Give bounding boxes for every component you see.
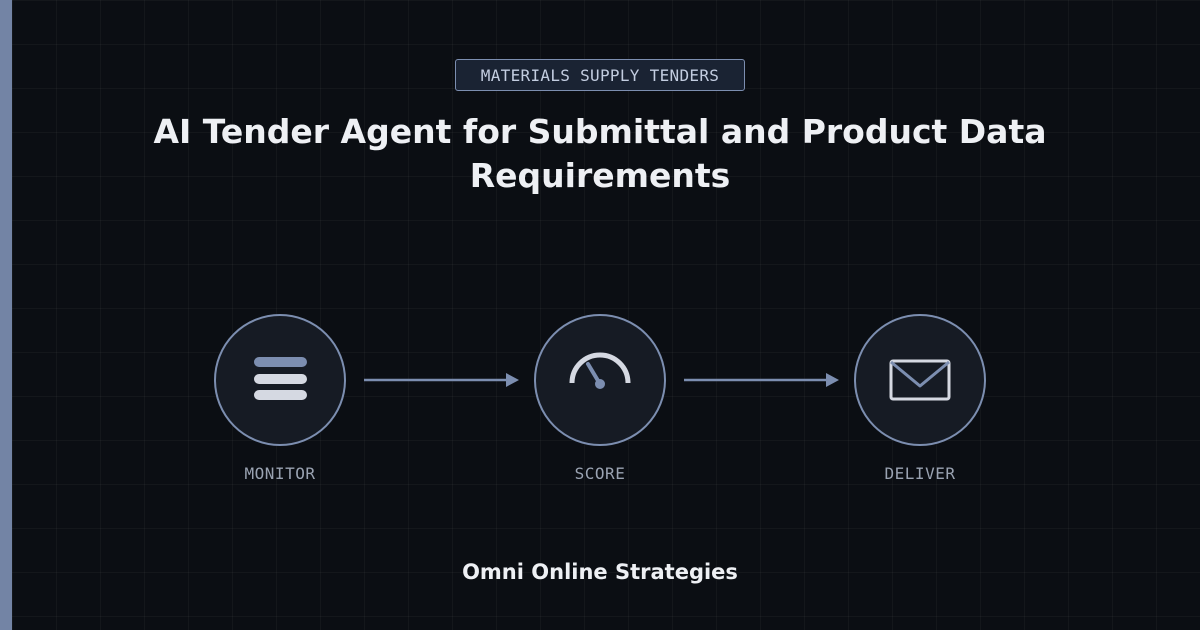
step-label-score: SCORE [574, 464, 626, 483]
accent-bar [0, 0, 12, 630]
category-badge: MATERIALS SUPPLY TENDERS [455, 59, 745, 91]
step-monitor [214, 314, 346, 446]
step-label-deliver: DELIVER [884, 464, 956, 483]
list-icon [254, 357, 307, 400]
step-deliver-circle [854, 314, 986, 446]
arrow-monitor-to-score [364, 373, 519, 387]
step-label-monitor: MONITOR [244, 464, 316, 483]
step-deliver [854, 314, 986, 446]
arrow-score-to-deliver [684, 373, 839, 387]
envelope-icon [889, 359, 951, 401]
page-title: AI Tender Agent for Submittal and Produc… [153, 112, 1047, 195]
step-score [534, 314, 666, 446]
brand-name: Omni Online Strategies [462, 560, 738, 584]
gauge-icon [569, 352, 631, 389]
